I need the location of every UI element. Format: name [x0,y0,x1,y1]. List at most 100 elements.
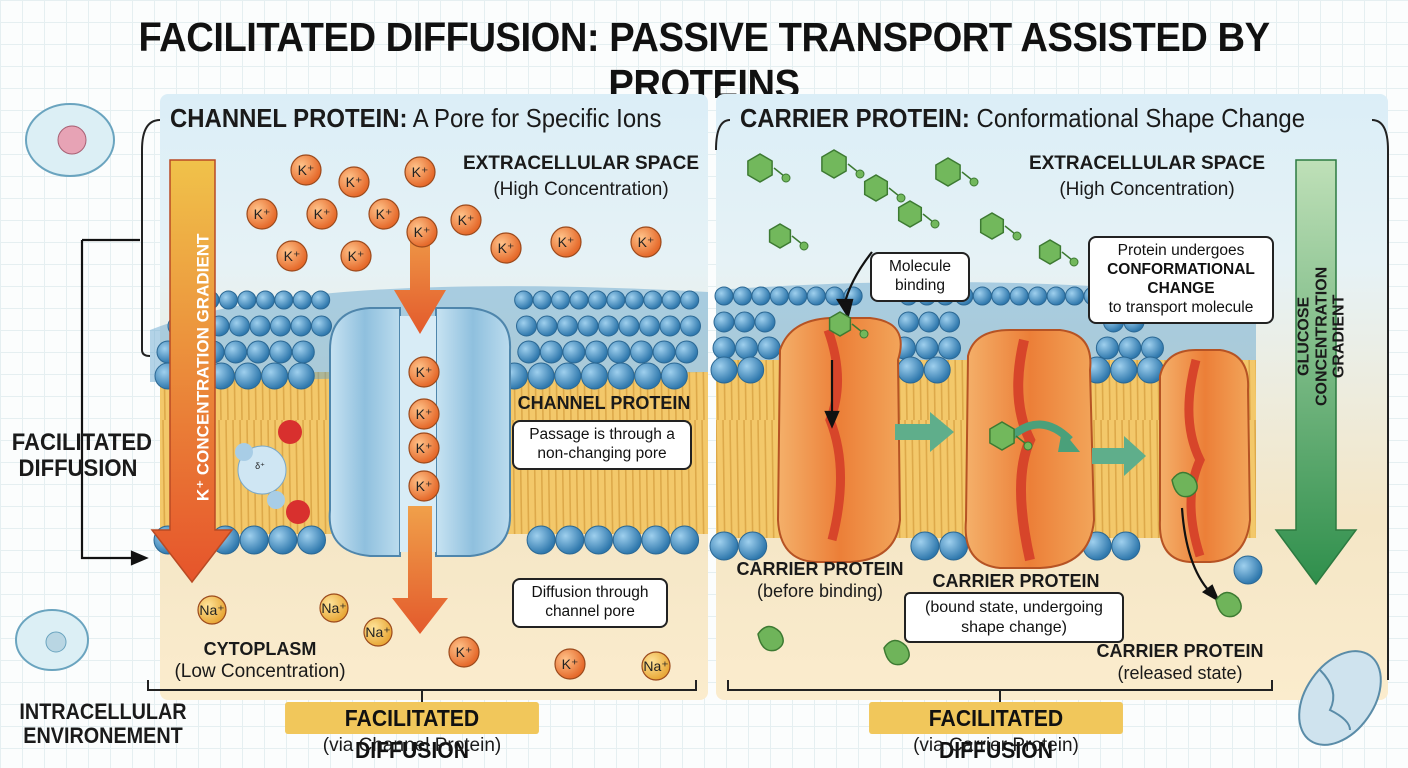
callout-binding: Molecule binding [870,252,970,302]
phospholipid-head [271,316,291,336]
glucose-gradient-label: GLUCOSE CONCENTRATION GRADIENT [1296,226,1349,446]
phospholipid-head [644,291,662,309]
phospholipid-head [528,363,554,389]
phospholipid-head [710,532,738,560]
phospholipid-head [291,316,311,336]
phospholipid-head [940,532,968,560]
k-gradient-label: K⁺ CONCENTRATION GRADIENT [195,217,214,517]
phospholipid-head [671,526,699,554]
channel-badge-sub: (via Channel Protein) [274,736,550,757]
phospholipid-head [585,341,607,363]
phospholipid-head [288,363,314,389]
ion-label: K⁺ [416,406,433,422]
phospholipid-head [924,357,950,383]
phospholipid-head [581,363,607,389]
phospholipid-head [1112,532,1140,560]
phospholipid-head [578,316,598,336]
water-charge-label: δ⁺ [250,462,270,472]
glucose-molecule [899,201,922,227]
carrier-protein-released [1160,350,1250,562]
phospholipid-head [939,337,961,359]
phospholipid-head [269,526,297,554]
phospholipid-head [1047,287,1065,305]
mitochondrion-icon [1282,636,1397,760]
carrier-before-title: CARRIER PROTEIN [730,560,910,580]
phospholipid-head [555,363,581,389]
phospholipid-head [752,287,770,305]
phospholipid-head [552,291,570,309]
cytoplasm-title: CYTOPLASM [160,640,360,660]
phospholipid-head [270,341,292,363]
phospholipid-head [642,526,670,554]
glucose-molecule [865,175,888,201]
carrier-badge: FACILITATED DIFFUSION [869,702,1123,734]
callout-diffusion: Diffusion through channel pore [512,578,668,628]
carrier-protein-before [778,318,901,562]
glucose-molecule [936,158,960,186]
phospholipid-head [755,312,775,332]
phospholipid-head [619,316,639,336]
phospholipid-head [298,526,326,554]
phospholipid-head [916,337,938,359]
phospholipid-head [807,287,825,305]
phospholipid-head [240,526,268,554]
phospholipid-head [973,287,991,305]
phospholipid-head [640,316,660,336]
phospholipid-head [625,291,643,309]
channel-extracellular-title: EXTRACELLULAR SPACE [446,154,716,175]
cell-icon-bottom [16,610,88,670]
ion-label: K⁺ [416,364,433,380]
carrier-bound-sub: (bound state, undergoing shape change) [904,592,1124,643]
phospholipid-head [653,341,675,363]
phospholipid-head [225,341,247,363]
phospholipid-head [738,357,764,383]
carrier-extracellular-sub: (High Concentration) [1012,180,1282,201]
phospholipid-head [681,291,699,309]
glucose-molecule [748,154,772,182]
phospholipid-head [736,337,758,359]
callout-conformational: Protein undergoes CONFORMATIONAL CHANGE … [1088,236,1274,324]
cell-icon-top [26,104,114,176]
carrier-released-sub: (released state) [1090,664,1270,684]
phospholipid-head [898,357,924,383]
ion-label: Na⁺ [643,658,668,674]
phospholipid-head [919,312,939,332]
ion-label: K⁺ [558,234,575,250]
phospholipid-head [733,287,751,305]
ion-label: K⁺ [254,206,271,222]
ion-label: K⁺ [314,206,331,222]
phospholipid-head [1010,287,1028,305]
phospholipid-head [238,291,256,309]
phospholipid-head [911,532,939,560]
phospholipid-head [735,312,755,332]
channel-heading: CHANNEL PROTEIN: A Pore for Specific Ion… [170,104,658,133]
phospholipid-head [599,316,619,336]
ion-label: K⁺ [416,478,433,494]
phospholipid-head [1066,287,1084,305]
ion-label: K⁺ [284,248,301,264]
phospholipid-head [899,312,919,332]
glucose-molecule [830,312,851,336]
phospholipid-head [940,312,960,332]
ion-label: K⁺ [562,656,579,672]
phospholipid-head [711,357,737,383]
phospholipid-head [676,341,698,363]
phospholipid-head [527,526,555,554]
carrier-bound-title: CARRIER PROTEIN [906,572,1126,592]
glucose-molecule [981,213,1004,239]
phospholipid-head [250,316,270,336]
phospholipid-head [533,291,551,309]
phospholipid-head [1029,287,1047,305]
phospholipid-head [1141,337,1163,359]
phospholipid-head [262,363,288,389]
phospholipid-head [570,291,588,309]
phospholipid-head [660,316,680,336]
phospholipid-head [631,341,653,363]
ion-label: K⁺ [298,162,315,178]
phospholipid-head [517,316,537,336]
phospholipid-head [1111,357,1137,383]
phospholipid-head [247,341,269,363]
ion-label: Na⁺ [321,600,346,616]
ion-label: Na⁺ [199,602,224,618]
phospholipid-head [312,291,330,309]
